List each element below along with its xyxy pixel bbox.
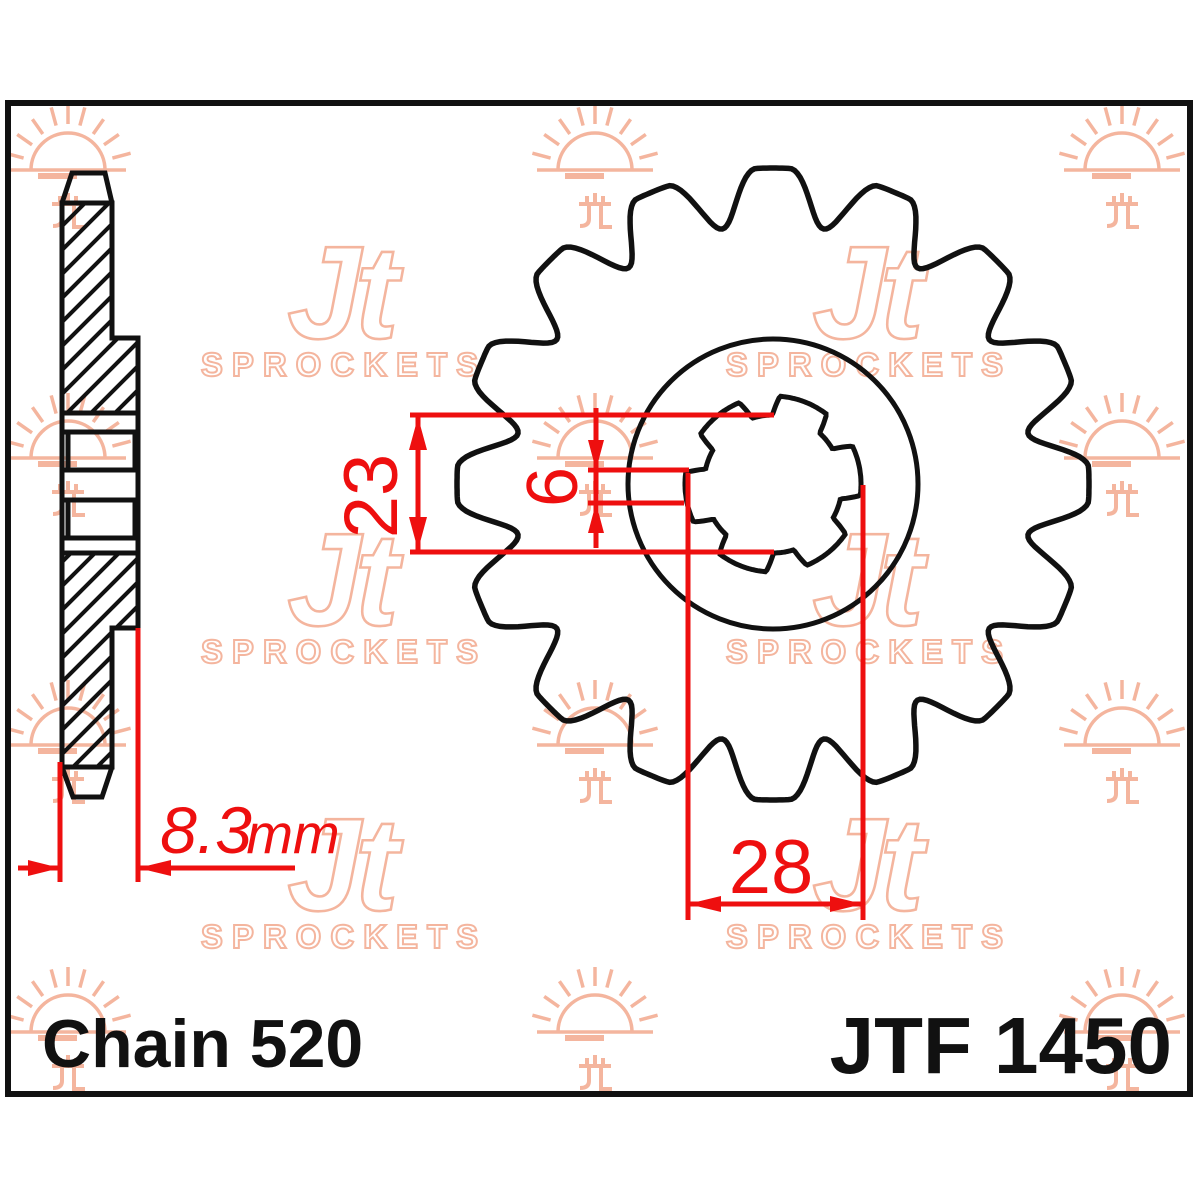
watermark-logo-subtext: SPROCKETS xyxy=(726,918,1012,955)
hatch-line xyxy=(62,212,138,346)
arrow-left-icon xyxy=(138,860,171,876)
dimension-6-value: 6 xyxy=(513,467,593,507)
drawing-labels: Chain 520 JTF 1450 xyxy=(42,1001,1172,1090)
side-view-bore-bands xyxy=(62,410,138,556)
arrow-right-icon xyxy=(28,860,60,876)
hatch-line xyxy=(62,203,138,322)
dimension-annotations: 23 6 28 8.3 mm xyxy=(18,408,866,920)
watermark-logo-text: Jt xyxy=(812,791,928,938)
hatch-line xyxy=(62,260,138,394)
part-number-label: JTF 1450 xyxy=(830,1001,1172,1090)
hatch-line xyxy=(62,203,138,298)
dimension-8-3-value: 8.3 xyxy=(160,793,252,867)
spline-bore-outline xyxy=(682,393,864,575)
jt-sprockets-logo-watermark: Jt SPROCKETS xyxy=(200,505,487,671)
chain-size-label: Chain 520 xyxy=(42,1006,363,1082)
watermark-logo-subtext: SPROCKETS xyxy=(201,633,487,670)
watermark-logo-subtext: SPROCKETS xyxy=(726,346,1012,383)
hatch-line xyxy=(62,692,138,767)
jt-sprockets-logo-watermark: Jt SPROCKETS xyxy=(725,505,1012,671)
hatch-line xyxy=(62,308,138,442)
dimension-unit-label: mm xyxy=(246,802,339,865)
hatch-line xyxy=(62,596,138,730)
jt-sprockets-logo-watermark: Jt SPROCKETS xyxy=(725,790,1012,956)
watermark-logo-text: Jt xyxy=(287,506,403,653)
jt-sprockets-logo-watermark: Jt SPROCKETS xyxy=(200,790,487,956)
watermark-logo-text: Jt xyxy=(812,506,928,653)
arrow-up-icon xyxy=(409,417,427,450)
gear-teeth-outline xyxy=(454,165,1092,803)
hatch-line xyxy=(62,524,138,658)
watermark-logo-subtext: SPROCKETS xyxy=(726,633,1012,670)
arrow-down-icon xyxy=(409,517,427,550)
watermark-logo-subtext: SPROCKETS xyxy=(201,346,487,383)
hatch-line xyxy=(62,548,138,682)
arrow-down-icon xyxy=(588,440,604,470)
watermark-logo-text: Jt xyxy=(812,219,928,366)
arrow-left-icon xyxy=(688,896,721,912)
hatch-line xyxy=(62,644,138,767)
hatch-line xyxy=(62,620,138,754)
arrow-up-icon xyxy=(588,503,604,533)
dimension-8-3: 8.3 mm xyxy=(18,628,340,882)
watermark-logo-subtext: SPROCKETS xyxy=(201,918,487,955)
hatch-line xyxy=(62,332,138,466)
dimension-23-value: 23 xyxy=(329,454,414,539)
drawing-border xyxy=(5,100,1193,1097)
dimension-6: 6 xyxy=(513,408,689,548)
hub-circle xyxy=(625,336,921,632)
side-view-top-tooth xyxy=(59,170,115,204)
hatch-line xyxy=(62,284,138,418)
watermark-logo-text: Jt xyxy=(287,791,403,938)
hatch-line xyxy=(62,668,138,767)
sprocket-front-view xyxy=(454,165,1092,803)
hatch-line xyxy=(62,572,138,706)
dimension-28: 28 xyxy=(685,473,866,920)
dimension-23: 23 xyxy=(329,412,774,555)
hatch-line xyxy=(62,500,138,634)
watermark-logo-text: Jt xyxy=(287,219,403,366)
arrow-right-icon xyxy=(830,896,863,912)
dimension-28-value: 28 xyxy=(729,825,814,910)
hatch-line xyxy=(62,236,138,370)
side-view-bottom-tooth xyxy=(59,766,115,800)
hatch-line xyxy=(62,203,138,274)
jt-sprockets-logo-watermark: Jt SPROCKETS xyxy=(200,218,487,384)
